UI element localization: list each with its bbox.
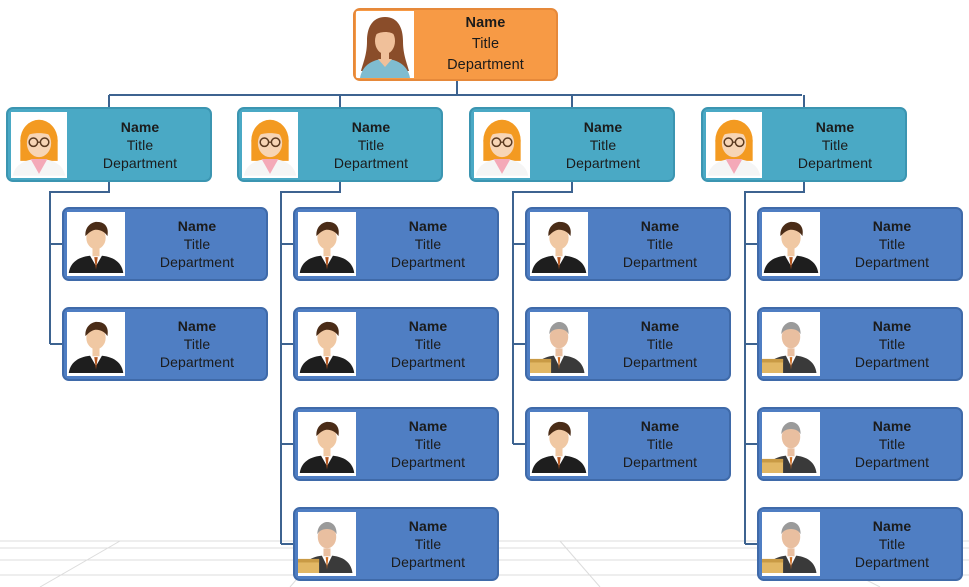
woman-glasses-icon — [11, 112, 67, 178]
young-man-suit-icon — [67, 212, 125, 276]
card-title: Title — [878, 336, 906, 352]
card-department: Department — [102, 154, 178, 171]
card-department: Department — [159, 254, 235, 270]
card-department: Department — [390, 554, 466, 570]
report-spine-line — [49, 182, 110, 344]
woman-glasses-icon — [706, 112, 762, 178]
card-department: Department — [447, 57, 524, 73]
card-name: Name — [640, 318, 680, 334]
woman-brown-hair-icon — [356, 11, 414, 78]
card-title: Title — [414, 236, 442, 252]
young-man-suit-icon — [530, 412, 588, 476]
card-department: Department — [159, 354, 235, 370]
report-spine-line — [280, 182, 341, 544]
card-name: Name — [640, 218, 680, 234]
root-bus-line — [109, 81, 802, 96]
young-man-suit-icon — [762, 212, 820, 276]
card-name: Name — [872, 518, 912, 534]
card-department: Department — [390, 254, 466, 270]
card-name: Name — [408, 218, 448, 234]
older-man-folder-icon — [762, 512, 820, 576]
card-name: Name — [872, 218, 912, 234]
card-title: Title — [821, 136, 849, 153]
card-department: Department — [622, 354, 698, 370]
card-title: Title — [646, 336, 674, 352]
card-department: Department — [565, 154, 641, 171]
card-name: Name — [583, 118, 623, 135]
card-title: Title — [646, 236, 674, 252]
older-man-folder-icon — [530, 312, 588, 376]
card-name: Name — [177, 218, 217, 234]
card-department: Department — [854, 554, 930, 570]
card-department: Department — [390, 454, 466, 470]
card-department: Department — [622, 254, 698, 270]
woman-glasses-icon — [242, 112, 298, 178]
card-name: Name — [177, 318, 217, 334]
young-man-suit-icon — [298, 312, 356, 376]
root-card[interactable]: Name Title Department — [353, 8, 558, 81]
card-department: Department — [622, 454, 698, 470]
card-name: Name — [351, 118, 391, 135]
card-name: Name — [872, 418, 912, 434]
card-title: Title — [471, 36, 500, 52]
card-title: Title — [183, 336, 211, 352]
card-title: Title — [126, 136, 154, 153]
card-title: Title — [414, 336, 442, 352]
card-title: Title — [878, 536, 906, 552]
card-name: Name — [815, 118, 855, 135]
woman-glasses-icon — [474, 112, 530, 178]
young-man-suit-icon — [530, 212, 588, 276]
card-name: Name — [408, 518, 448, 534]
report-spine-line — [512, 182, 573, 444]
card-title: Title — [589, 136, 617, 153]
card-department: Department — [854, 354, 930, 370]
older-man-folder-icon — [762, 312, 820, 376]
card-name: Name — [640, 418, 680, 434]
card-title: Title — [357, 136, 385, 153]
card-title: Title — [414, 536, 442, 552]
older-man-folder-icon — [762, 412, 820, 476]
card-name: Name — [465, 15, 506, 31]
card-title: Title — [183, 236, 211, 252]
card-department: Department — [333, 154, 409, 171]
card-name: Name — [408, 418, 448, 434]
card-department: Department — [390, 354, 466, 370]
card-title: Title — [414, 436, 442, 452]
card-title: Title — [878, 236, 906, 252]
card-name: Name — [408, 318, 448, 334]
card-department: Department — [797, 154, 873, 171]
card-name: Name — [872, 318, 912, 334]
card-name: Name — [120, 118, 160, 135]
young-man-suit-icon — [67, 312, 125, 376]
young-man-suit-icon — [298, 412, 356, 476]
card-department: Department — [854, 454, 930, 470]
older-man-folder-icon — [298, 512, 356, 576]
card-department: Department — [854, 254, 930, 270]
card-title: Title — [646, 436, 674, 452]
card-title: Title — [878, 436, 906, 452]
report-spine-line — [744, 182, 805, 544]
young-man-suit-icon — [298, 212, 356, 276]
